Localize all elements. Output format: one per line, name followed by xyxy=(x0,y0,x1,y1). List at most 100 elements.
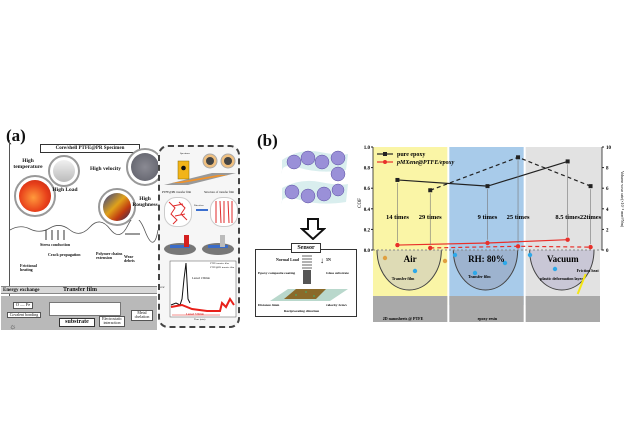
y-tick-label-left: 0.8 xyxy=(364,167,371,172)
label-high-roughness: High Roughness xyxy=(132,196,158,208)
label-high-temperature: High temperature xyxy=(13,158,43,170)
particle-4 xyxy=(452,252,458,258)
y-tick-label-right: 6 xyxy=(606,187,609,192)
particle-5 xyxy=(502,260,508,266)
series-0-point-2 xyxy=(565,159,570,164)
substrate-block: O — Fe Covalent bonding substrate Electr… xyxy=(1,296,157,331)
high-load-image xyxy=(48,155,80,187)
legend-label-pure: pure epoxy xyxy=(397,152,425,158)
inset-direction-label: Direction xyxy=(194,204,204,207)
ratio-label-5: 22times xyxy=(580,214,602,221)
high-temperature-image xyxy=(14,175,56,217)
force-label: 5N xyxy=(326,257,331,262)
inset-xlabel: Time (min) xyxy=(194,318,206,321)
metal-chelation-label: Metal chelation xyxy=(131,310,153,321)
rough-surface-line xyxy=(10,220,158,243)
ratio-label-1: 29 times xyxy=(419,214,442,221)
transfer-film-label: Transfer film xyxy=(63,287,97,293)
electrostatic-label: Electrostatic interaction xyxy=(99,316,125,327)
disk-contact-sketches xyxy=(164,235,234,255)
energy-exchange-label: Energy exchange xyxy=(3,288,40,293)
specimen-title: Core/shell PTFE@PR Specimen xyxy=(40,144,140,153)
bottom-label-1: Transfer film xyxy=(468,274,491,279)
ptfe-pr-film-curve xyxy=(170,297,235,312)
wear-substrate-1 xyxy=(449,296,524,322)
friction-heat-bolt xyxy=(576,273,587,295)
y-tick-label-right: 8 xyxy=(606,167,609,172)
ptfe-film-curve xyxy=(170,262,191,306)
distance-label: Distance 4mm xyxy=(258,303,280,307)
legend-marker-pure xyxy=(383,152,387,156)
ratio-label-4: 8.5 times xyxy=(555,214,580,221)
y-tick-label-left: 0.0 xyxy=(364,249,371,254)
y-tick-label-left: 0.6 xyxy=(364,187,371,192)
normal-load-label: Normal Load xyxy=(276,257,299,262)
y-tick-label-right: 4 xyxy=(606,208,609,213)
wear-debris-label: Wear debris xyxy=(124,254,135,264)
panel-a-schematic: Core/shell PTFE@PR Specimen High tempera… xyxy=(1,140,164,331)
panel-b-label: (b) xyxy=(257,131,278,150)
chain-structure-before xyxy=(164,197,192,227)
wear-substrate-0 xyxy=(373,296,448,322)
region-bg-1 xyxy=(449,147,524,250)
region-bg-0 xyxy=(373,147,448,250)
coating-sample xyxy=(270,255,348,301)
inset-annot-top: Lasted 130min xyxy=(192,276,210,280)
y-tick-label-left: 0.2 xyxy=(364,228,371,233)
high-velocity-image xyxy=(98,188,136,226)
particle-0 xyxy=(382,255,388,261)
inset-left-caption: PTFE@PR transfer film xyxy=(162,190,192,194)
sun-icon: ☼ xyxy=(9,322,17,331)
y-axis-label: COF xyxy=(358,198,363,208)
particle-6 xyxy=(527,252,533,258)
down-arrow-icon xyxy=(300,218,326,240)
ball-contact-1 xyxy=(452,249,519,291)
panel-a-inset: PTFE@PR transfer film Structure of trans… xyxy=(158,145,240,328)
crack-propagation-label: Crack propagation xyxy=(48,252,81,257)
polymer-chains-label: Polymer chains extension xyxy=(96,251,123,261)
particle-2 xyxy=(442,258,448,264)
series-1-point-0 xyxy=(395,242,400,248)
y-tick-label-left: 0.4 xyxy=(364,208,371,213)
series-3-point-0 xyxy=(428,245,433,251)
series-0-point-0 xyxy=(395,177,400,182)
tribometer-sketch xyxy=(164,153,236,185)
region-label-2: Vacuum xyxy=(547,254,579,264)
series-2-point-2 xyxy=(588,184,593,189)
y-tick-label-right: 10 xyxy=(606,146,612,151)
y-tick-label-left: 1.0 xyxy=(364,146,371,151)
bottom-label-5: Friction heat xyxy=(577,268,600,273)
frictional-heating-label: Frictional heating xyxy=(20,263,37,273)
molecule-structures xyxy=(49,302,121,316)
inset-cof-chart xyxy=(169,260,237,318)
panel-a-label: (a) xyxy=(6,126,26,145)
covalent-bonding-label: Covalent bonding xyxy=(7,312,41,319)
transfer-film-bar: Energy exchange Transfer film xyxy=(1,286,157,294)
ratio-label-2: 9 times xyxy=(478,214,498,221)
series-2-point-0 xyxy=(428,188,433,193)
ball-contact-0 xyxy=(376,249,442,291)
ratio-label-0: 14 times xyxy=(386,214,409,221)
nanosheet-spheres xyxy=(281,150,348,204)
stress-conduction-label: Stress conduction xyxy=(40,242,71,247)
y-tick-label-right: 2 xyxy=(606,228,609,233)
particle-7 xyxy=(552,266,558,272)
bottom-label-2: 2D nanosheets @ PTFE xyxy=(383,316,424,321)
label-high-load: High Load xyxy=(52,187,78,193)
region-label-1: RH: 80% xyxy=(468,254,505,264)
series-1-point-2 xyxy=(565,237,570,242)
series-3-point-2 xyxy=(588,244,593,250)
series-0-point-1 xyxy=(485,184,490,189)
region-bg-2 xyxy=(525,147,602,250)
particle-3 xyxy=(472,270,478,276)
chain-structure-after xyxy=(210,197,238,227)
bottom-label-3: epoxy resin xyxy=(478,316,498,321)
y2-axis-label: Volume wear rate(×10⁻⁵ mm³/Nm) xyxy=(620,171,625,228)
inset-legend-2: PTFE@PR transfer film xyxy=(210,266,235,269)
bottom-label-4: plastic deformation layer xyxy=(540,276,583,281)
inset-ylabel: COF xyxy=(160,286,165,289)
wear-substrate-2 xyxy=(525,296,600,322)
inset-legend-1: PTFE transfer film xyxy=(210,262,229,265)
legend-label-mxene: pMXene@PTFE/epoxy xyxy=(396,160,455,166)
